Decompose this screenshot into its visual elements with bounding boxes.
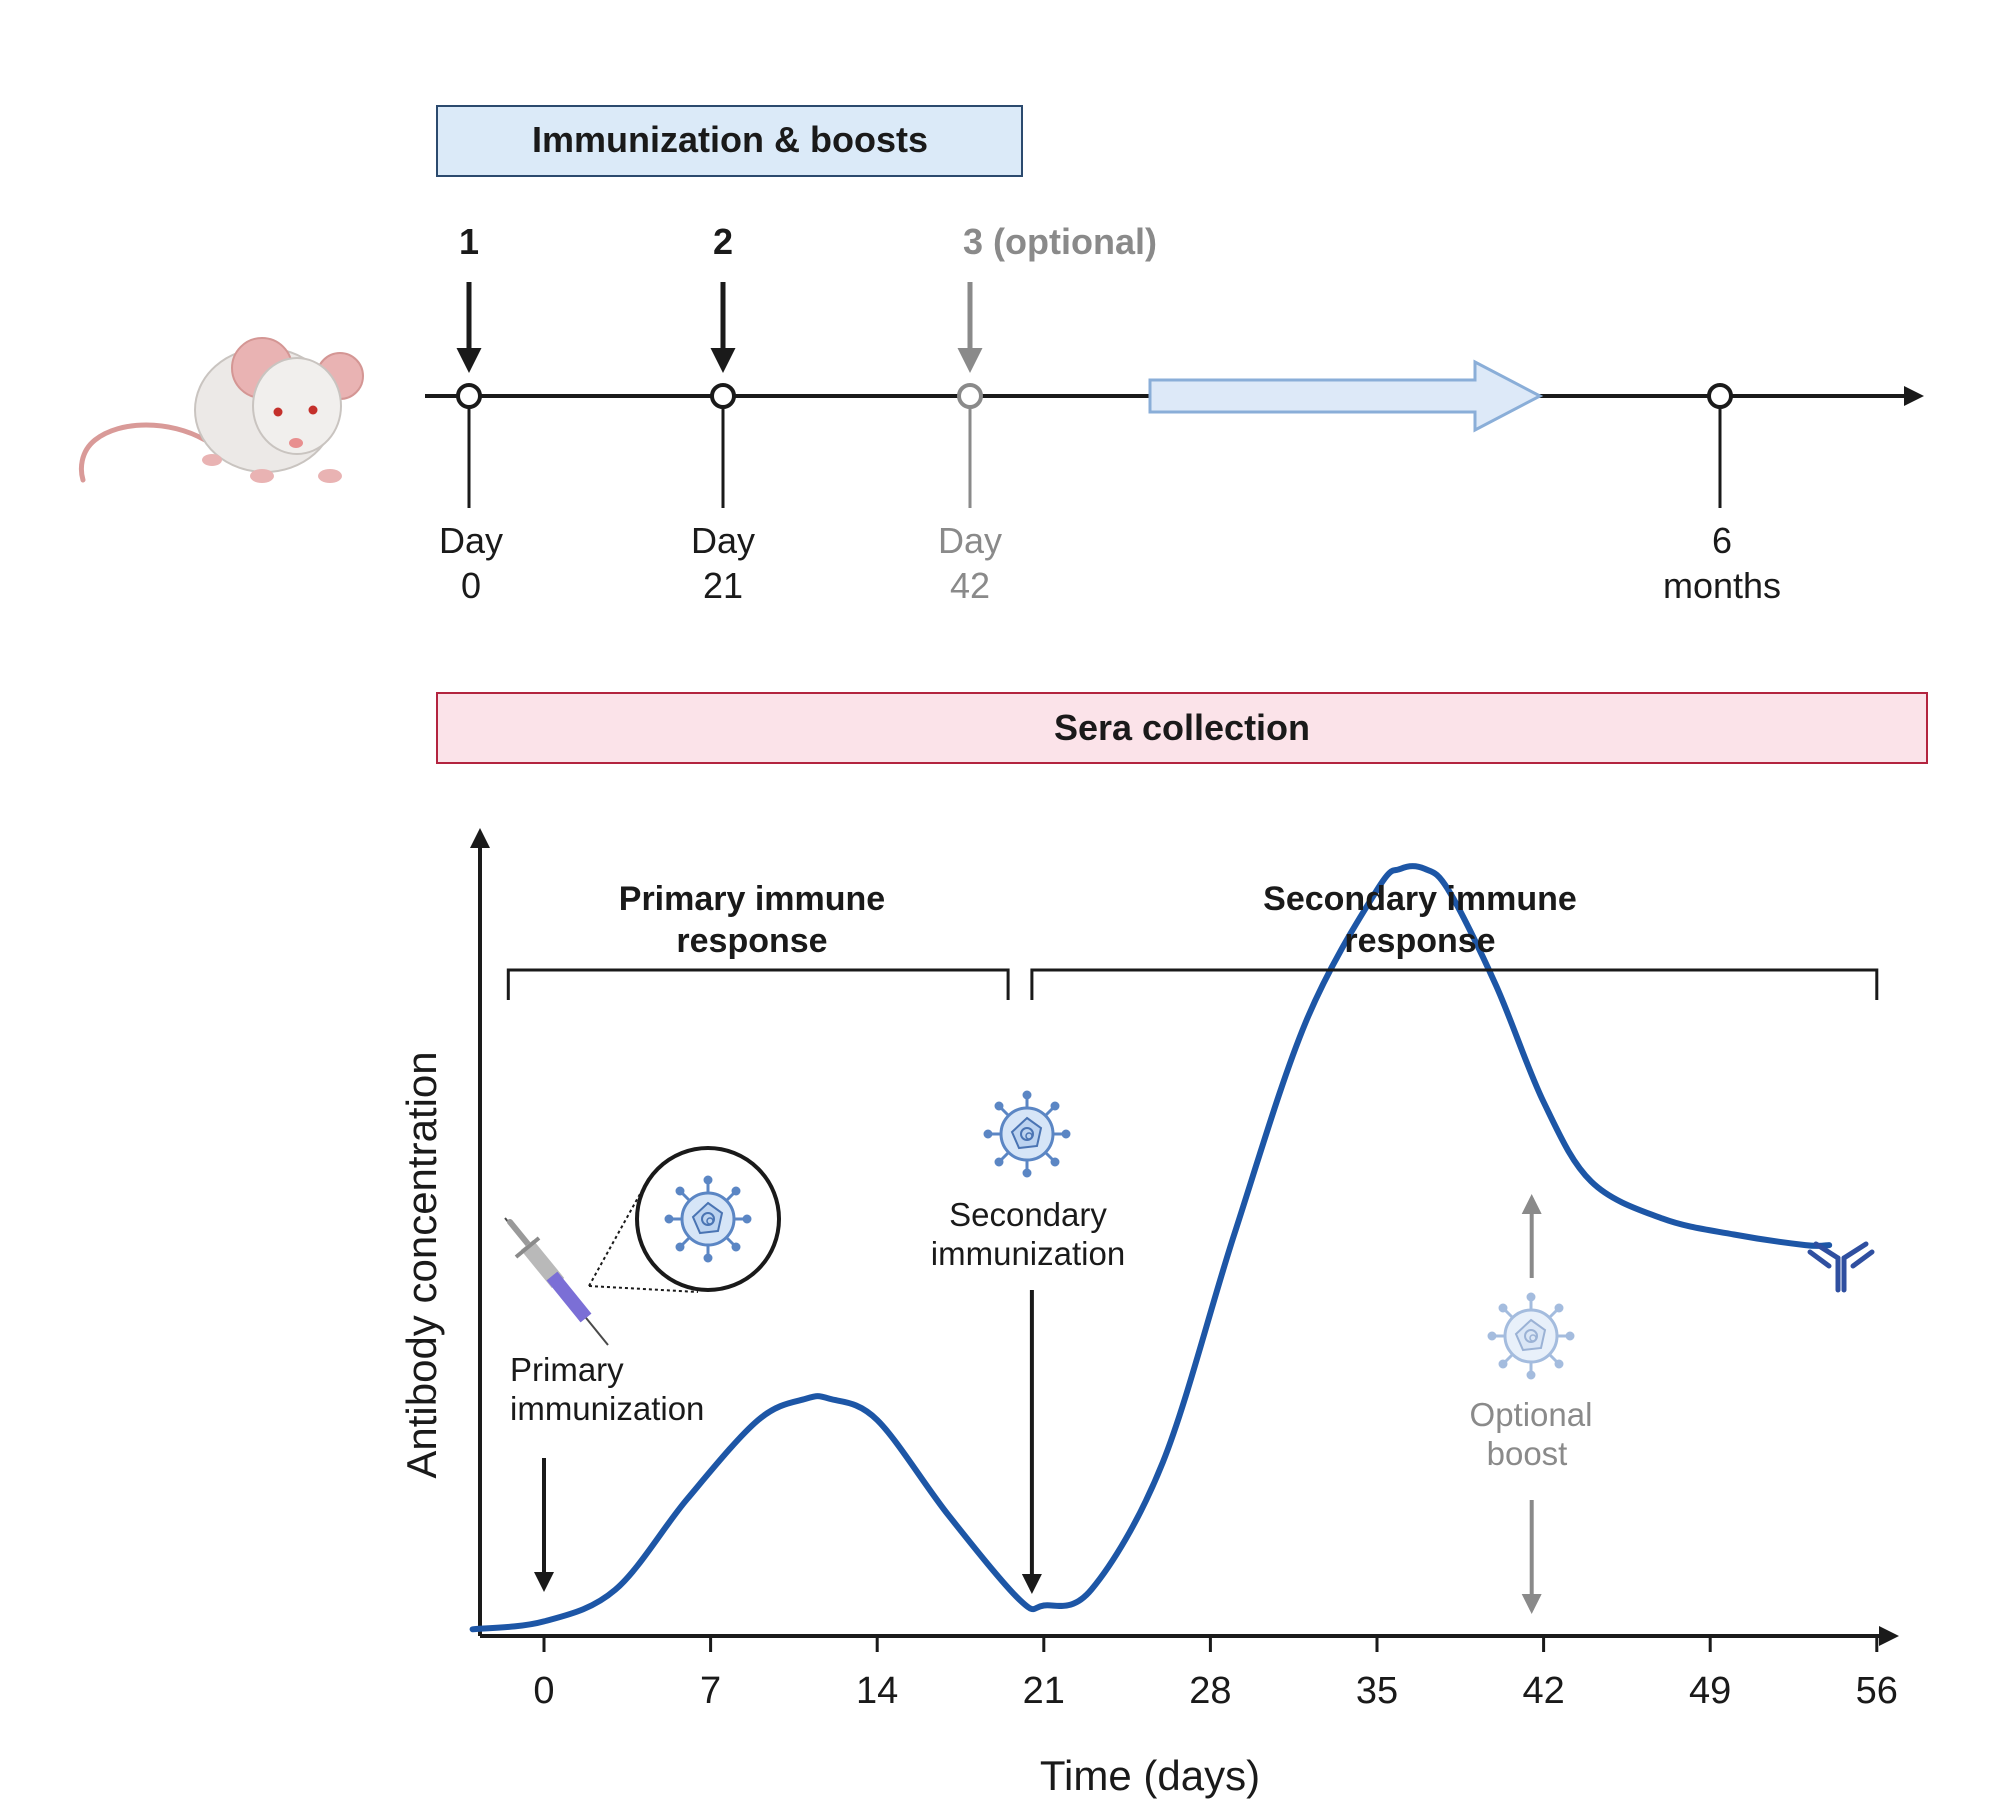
- endpoint-label-line2: months: [1663, 565, 1781, 606]
- x-tick-label: 21: [1023, 1670, 1065, 1712]
- virus-icon: [983, 1090, 1071, 1178]
- x-tick-label: 42: [1522, 1670, 1564, 1712]
- endpoint-marker: [1707, 383, 1733, 409]
- secondary-immunization-label-line1: Secondary: [949, 1196, 1107, 1233]
- dose-label-1-line1: Day: [439, 520, 503, 561]
- secondary-response-label-line1: Secondary immune: [1263, 880, 1577, 918]
- secondary-response-bracket: [1030, 968, 1879, 1000]
- endpoint-label-line1: 6: [1712, 520, 1732, 561]
- mouse-icon: [79, 337, 364, 483]
- immunization-banner: [436, 105, 1023, 177]
- dose-number-2: 2: [713, 221, 733, 262]
- dose-number-3: 3 (optional): [963, 221, 1157, 262]
- syringe-icon: [504, 1217, 609, 1346]
- immunization-banner-label: Immunization & boosts: [532, 119, 928, 160]
- x-tick-label: 28: [1189, 1670, 1231, 1712]
- dose-label-3-line1: Day: [938, 520, 1002, 561]
- antibody-icon: [1807, 1241, 1875, 1293]
- sera-banner: [436, 692, 1928, 764]
- dose-marker-2: [710, 383, 736, 409]
- y-axis-label: Antibody concentration: [398, 1051, 445, 1478]
- x-tick-label: 0: [533, 1670, 554, 1712]
- x-tick-label: 14: [856, 1670, 898, 1712]
- magnifier-icon: [588, 1146, 781, 1293]
- x-tick-label: 35: [1356, 1670, 1398, 1712]
- x-tick-label: 7: [700, 1670, 721, 1712]
- dose-marker-3: [957, 383, 983, 409]
- secondary-response-label-line2: response: [1344, 922, 1495, 960]
- x-axis-label: Time (days): [1040, 1752, 1260, 1799]
- virus-icon: [1487, 1292, 1575, 1380]
- primary-immunization-label-line2: immunization: [510, 1390, 704, 1427]
- secondary-immunization-label-line2: immunization: [931, 1235, 1125, 1272]
- optional-boost-label-line2: boost: [1487, 1435, 1568, 1472]
- dose-marker-1: [456, 383, 482, 409]
- dose-label-2-line2: 21: [703, 565, 743, 606]
- optional-boost-label-line1: Optional: [1470, 1396, 1593, 1433]
- big-arrow-icon: [1148, 359, 1544, 433]
- primary-response-label-line2: response: [676, 922, 827, 960]
- dose-label-1-line2: 0: [461, 565, 481, 606]
- dose-label-3-line2: 42: [950, 565, 990, 606]
- dose-number-1: 1: [459, 221, 479, 262]
- dose-label-2-line1: Day: [691, 520, 755, 561]
- x-tick-label: 56: [1856, 1670, 1898, 1712]
- primary-immunization-label-line1: Primary: [510, 1351, 624, 1388]
- x-tick-label: 49: [1689, 1670, 1731, 1712]
- sera-banner-label: Sera collection: [1054, 707, 1310, 748]
- primary-response-bracket: [506, 968, 1010, 1000]
- primary-response-label-line1: Primary immune: [619, 880, 885, 918]
- antibody-curve: [469, 863, 1833, 1633]
